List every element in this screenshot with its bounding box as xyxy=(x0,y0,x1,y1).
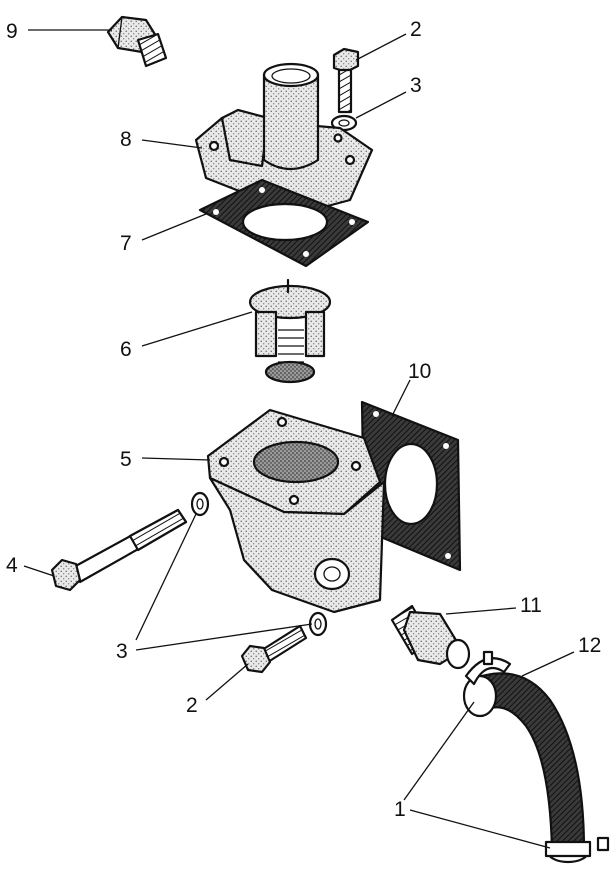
callout-3-low: 3 xyxy=(116,640,128,663)
callout-5: 5 xyxy=(120,448,132,471)
callout-1: 1 xyxy=(394,798,406,821)
part-12-hose xyxy=(462,650,610,864)
callout-7: 7 xyxy=(120,232,132,255)
part-3-washer-low xyxy=(308,611,328,637)
callout-10: 10 xyxy=(408,360,431,383)
part-7-gasket-top xyxy=(198,178,370,268)
part-4-long-bolt xyxy=(50,508,188,592)
part-11-union-fitting xyxy=(390,604,471,670)
leader-lines xyxy=(23,29,575,849)
callout-2-top: 2 xyxy=(410,18,422,41)
callout-3-top: 3 xyxy=(410,74,422,97)
callout-12: 12 xyxy=(578,634,601,657)
part-6-thermostat xyxy=(248,278,332,384)
callout-2-low: 2 xyxy=(186,694,198,717)
callout-11: 11 xyxy=(520,594,542,617)
callout-9: 9 xyxy=(6,20,18,43)
part-3-washer-mid xyxy=(190,491,210,517)
part-2-bolt-low xyxy=(240,624,308,674)
callout-labels: 9 2 3 8 7 6 10 5 4 3 11 12 2 1 xyxy=(6,18,601,821)
part-2-bolt-top xyxy=(332,47,360,114)
callout-8: 8 xyxy=(120,128,132,151)
part-5-housing-body xyxy=(206,408,386,614)
part-9-plug xyxy=(106,15,168,68)
callout-6: 6 xyxy=(120,338,132,361)
callout-4: 4 xyxy=(6,554,18,577)
